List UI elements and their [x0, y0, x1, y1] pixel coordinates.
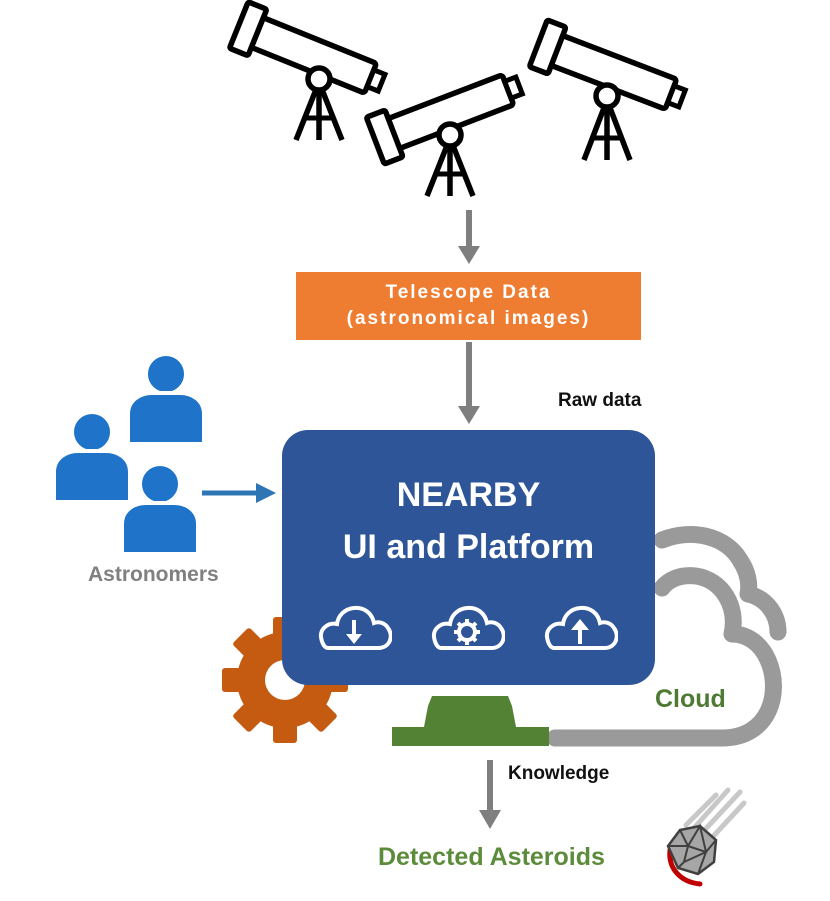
arrow-telescopes-to-data: [458, 210, 480, 264]
telescope-icon-right: [529, 20, 691, 161]
arrow-platform-to-asteroids: [479, 760, 501, 829]
cloud-settings-icon: [431, 605, 505, 650]
nearby-platform-box: NEARBY UI and Platform: [282, 430, 655, 685]
platform-subtitle: UI and Platform: [342, 528, 595, 566]
cloud-upload-icon: [544, 605, 618, 650]
cloud-download-icon: [318, 605, 392, 650]
detected-asteroids-label: Detected Asteroids: [378, 843, 605, 871]
telescope-icon-left: [229, 2, 391, 142]
person-icon-left: [52, 410, 132, 504]
arrow-data-to-platform: [458, 342, 480, 424]
asteroid-icon: [666, 787, 747, 887]
platform-stand: [392, 696, 549, 746]
astronomers-group: [52, 352, 206, 556]
telescope-data-title: Telescope Data: [385, 282, 552, 303]
platform-title: NEARBY: [396, 476, 541, 514]
telescope-data-box: Telescope Data (astronomical images): [296, 272, 641, 340]
knowledge-label: Knowledge: [508, 763, 610, 784]
person-icon-front: [120, 462, 200, 556]
cloud-icon: [546, 526, 787, 747]
astronomers-label: Astronomers: [88, 563, 219, 586]
raw-data-label: Raw data: [558, 390, 642, 411]
telescope-data-subtitle: (astronomical images): [346, 308, 591, 329]
person-icon-back: [126, 352, 206, 446]
arrow-astronomers-to-platform: [202, 483, 276, 503]
telescope-icon-center: [366, 62, 528, 198]
cloud-label: Cloud: [655, 685, 726, 713]
